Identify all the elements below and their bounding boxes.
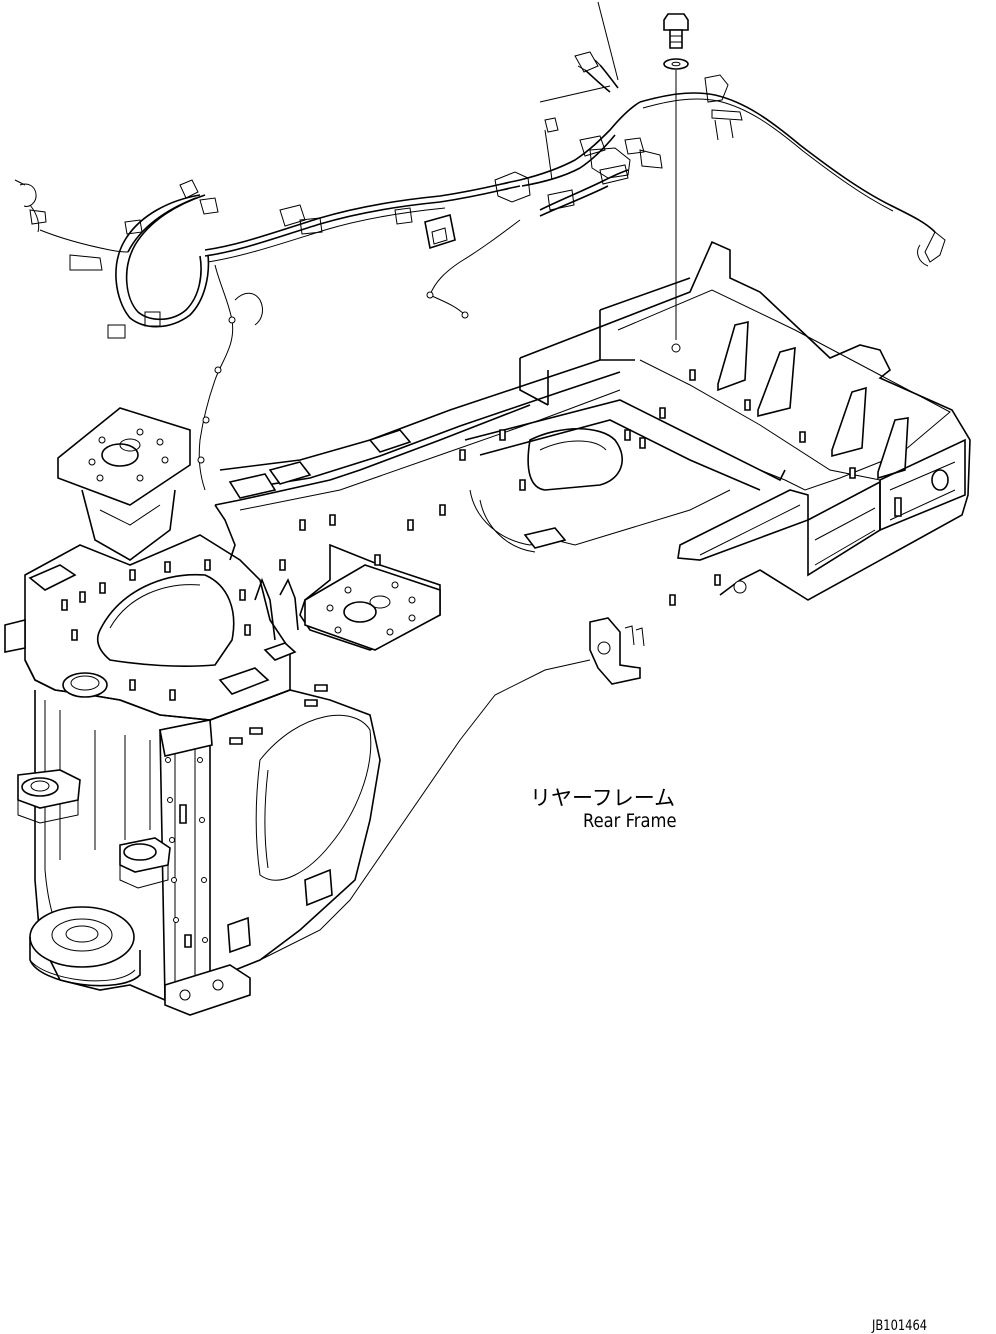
- studs: [62, 370, 855, 947]
- rear-frame: [5, 242, 970, 1015]
- bolt-and-washer: [664, 14, 688, 352]
- drawing-number: JB101464: [872, 1318, 928, 1334]
- rear-frame-label-jp: リヤーフレーム: [530, 786, 676, 810]
- rear-frame-label-en: Rear Frame: [583, 810, 677, 832]
- wiring-harness: [15, 2, 945, 490]
